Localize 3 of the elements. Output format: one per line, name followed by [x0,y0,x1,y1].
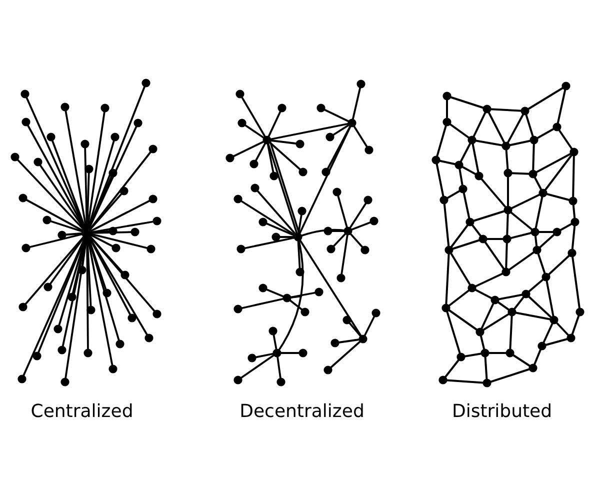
network-caption: Distributed [452,401,552,423]
network-caption: Decentralized [240,401,364,423]
network-caption: Centralized [30,401,134,423]
